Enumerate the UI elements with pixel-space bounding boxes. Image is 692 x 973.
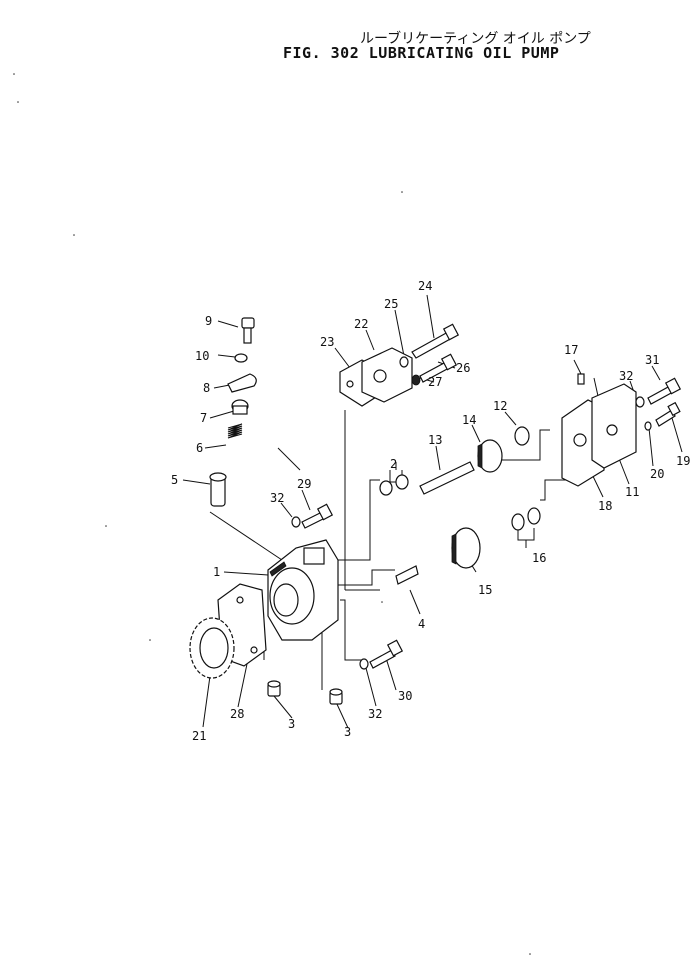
callout-14: 14 — [462, 413, 476, 427]
callout-15: 15 — [478, 583, 492, 597]
callout-23: 23 — [320, 335, 334, 349]
callout-20: 20 — [650, 467, 664, 481]
callout-3-left: 3 — [288, 717, 295, 731]
plate-part-11 — [591, 383, 637, 469]
valve-part-5 — [209, 472, 227, 507]
title-japanese: ルーブリケーティング オイル ポンプ — [360, 31, 591, 47]
callout-8: 8 — [203, 381, 210, 395]
callout-17: 17 — [564, 343, 578, 357]
scan-specks — [13, 73, 531, 955]
callout-12: 12 — [493, 399, 507, 413]
washer-part-32-top — [291, 516, 301, 528]
bushing-part-12 — [514, 426, 530, 446]
bolt-part-19 — [655, 401, 681, 427]
callout-6: 6 — [196, 441, 203, 455]
callout-10: 10 — [195, 349, 209, 363]
callout-labels: 9 10 8 7 6 5 1 23 22 25 24 26 27 29 32 2… — [171, 279, 690, 743]
callout-28: 28 — [230, 707, 244, 721]
bolt-part-9 — [241, 317, 255, 344]
bolt-part-29 — [301, 503, 334, 529]
callout-29: 29 — [297, 477, 311, 491]
callout-4: 4 — [418, 617, 425, 631]
bushing-part-16 — [511, 507, 541, 531]
callout-30: 30 — [398, 689, 412, 703]
bolt-part-26 — [419, 353, 458, 383]
callout-1: 1 — [213, 565, 220, 579]
plug-part-3-right — [329, 688, 343, 705]
callout-3-right: 3 — [344, 725, 351, 739]
callout-11: 11 — [625, 485, 639, 499]
shaft-part-4 — [395, 565, 419, 585]
callout-32-top: 32 — [270, 491, 284, 505]
plug-part-3-left — [267, 680, 281, 697]
callout-21: 21 — [192, 729, 206, 743]
gear-part-15 — [451, 527, 481, 569]
callout-24: 24 — [418, 279, 432, 293]
callout-32-right: 32 — [619, 369, 633, 383]
pin-part-17 — [577, 373, 585, 385]
shaft-part-13 — [419, 461, 475, 495]
gear-part-21 — [189, 617, 235, 679]
callout-25: 25 — [384, 297, 398, 311]
callout-32-bottom: 32 — [368, 707, 382, 721]
spring-part-6 — [227, 423, 243, 439]
callout-22: 22 — [354, 317, 368, 331]
cap-part-7 — [231, 399, 249, 415]
lever-part-8 — [227, 373, 257, 393]
callout-13: 13 — [428, 433, 442, 447]
callout-18: 18 — [598, 499, 612, 513]
callout-2: 2 — [390, 457, 397, 471]
callout-27: 27 — [428, 375, 442, 389]
block-part-22 — [361, 347, 413, 403]
washer-part-20 — [644, 421, 652, 431]
washer-part-32-bottom — [359, 658, 369, 670]
bolt-part-30 — [369, 639, 404, 669]
callout-19: 19 — [676, 454, 690, 468]
callout-26: 26 — [456, 361, 470, 375]
gear-part-14 — [477, 439, 503, 473]
pin-part-10 — [234, 353, 248, 363]
washer-part-27 — [411, 374, 421, 386]
bushing-part-2 — [379, 474, 409, 496]
bolt-part-24 — [411, 323, 460, 359]
callout-31: 31 — [645, 353, 659, 367]
callout-7: 7 — [200, 411, 207, 425]
callout-9: 9 — [205, 314, 212, 328]
bolt-part-31 — [647, 377, 682, 405]
washer-part-32-right — [635, 396, 645, 408]
callout-16: 16 — [532, 551, 546, 565]
callout-5: 5 — [171, 473, 178, 487]
pump-body-part-1 — [267, 539, 339, 641]
washer-part-25 — [399, 356, 409, 368]
title-english: FIG. 302 LUBRICATING OIL PUMP — [283, 44, 560, 62]
